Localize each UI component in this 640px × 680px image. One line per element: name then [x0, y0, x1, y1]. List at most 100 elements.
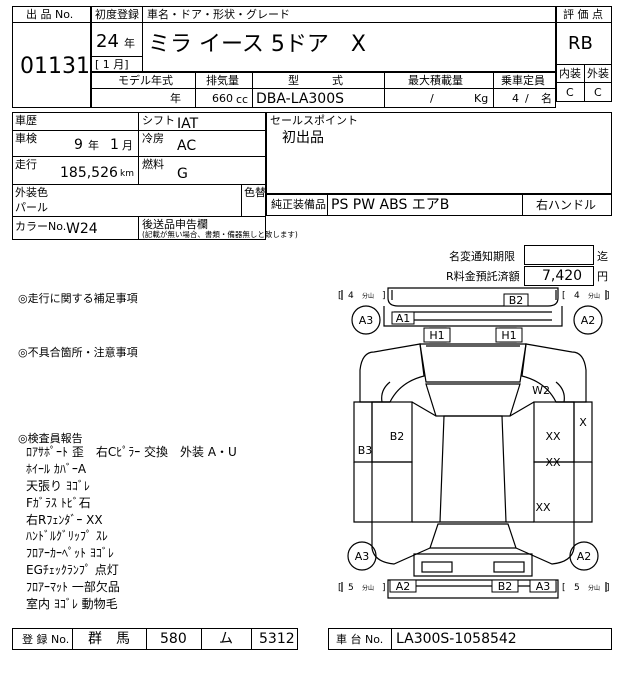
recycle-field: [524, 266, 594, 286]
svg-text:]: ]: [606, 583, 610, 593]
roof: [439, 415, 507, 523]
tire-depth-fl: 4: [348, 291, 354, 301]
color-no-label: カラーNo.: [15, 220, 67, 233]
later-label: 後送品申告欄: [142, 218, 208, 231]
chassis-box: [328, 628, 612, 650]
chassis-number: LA300S-1058542: [396, 631, 517, 647]
inspector-report-label: ◎検査員報告: [18, 432, 83, 445]
report-line: EGﾁｪｯｸﾗﾝﾌﾟ 点灯: [26, 563, 119, 578]
tailgate: [413, 553, 533, 577]
model-year-unit: 年: [170, 92, 181, 105]
mark-b3: B3: [358, 444, 373, 457]
report-line: 室内 ﾖｺﾞﾚ 動物毛: [26, 597, 118, 612]
name-box: [91, 6, 556, 72]
car-name-label: 車名・ドア・形状・グレード: [147, 8, 290, 21]
exterior-label: 外装: [587, 67, 609, 80]
registration-kana: ム: [219, 631, 233, 647]
inspection-year: 9: [74, 137, 83, 153]
report-line: Fｶﾞﾗｽ ﾄﾋﾞ石: [26, 495, 91, 510]
load-label: 最大積載量: [408, 74, 463, 87]
inspection-year-unit: 年: [88, 139, 99, 152]
rear-window: [429, 523, 517, 549]
lot-label: 出 品 No.: [26, 8, 74, 21]
tire-depth-rr: 5: [574, 583, 580, 593]
displacement-unit: cc: [236, 93, 249, 106]
recycle-label: R料金預託済額: [446, 270, 520, 283]
later-note: (記載が無い場合、書類・備器無しと致します): [142, 230, 298, 239]
mileage-value: 185,526: [60, 165, 118, 181]
lot-box: [12, 6, 91, 108]
tire-rear-left: [347, 541, 377, 571]
first-reg-year-unit: 年: [124, 37, 135, 50]
license-plate: [421, 561, 453, 573]
first-reg-year: 24: [96, 31, 119, 52]
first-reg-month: [ 1 月]: [95, 58, 129, 71]
mark-a1: A1: [396, 312, 411, 325]
mark-a2-front: A2: [581, 314, 596, 327]
rear-quarter-right: [515, 522, 575, 565]
mark-a3-rear: A3: [536, 580, 551, 593]
capacity-value: 4: [512, 92, 519, 105]
inspector-report-lines: ﾛｱｻﾎﾟｰﾄ 歪 右Cﾋﾟﾗｰ 交換 外装 A・U ﾎｲｰﾙ ｶﾊﾞｰA 天張…: [26, 446, 322, 615]
defects-label: ◎不具合箇所・注意事項: [18, 346, 138, 359]
mark-xx-3: XX: [535, 501, 551, 514]
score-value: RB: [568, 33, 593, 54]
sales-point-box: [266, 112, 612, 194]
mark-a3-front: A3: [359, 314, 374, 327]
svg-text:]: ]: [382, 291, 386, 301]
shift-label: シフト: [142, 114, 175, 127]
door-rear-right: [533, 461, 575, 523]
interior-label: 内装: [559, 67, 581, 80]
registration-region: 群 馬: [88, 631, 130, 647]
ext-color-label: 外装色: [15, 186, 48, 199]
model-year-label: モデル年式: [118, 74, 173, 87]
sales-point-value: 初出品: [282, 130, 324, 146]
registration-number: 5312: [259, 631, 295, 647]
mark-a2-rear: A2: [396, 580, 411, 593]
mark-h1-right: H1: [501, 329, 516, 342]
history-label: 車歴: [15, 114, 37, 127]
registration-box: [12, 628, 298, 650]
windshield: [425, 383, 521, 417]
load-unit: Kg: [474, 92, 489, 105]
type-label: 型 式: [288, 74, 343, 87]
front-bumper-lower: [383, 306, 563, 327]
tire-unit-rl: 分山: [362, 584, 374, 592]
chassis-label: 車 台 No.: [336, 633, 384, 646]
score-label: 評 価 点: [563, 8, 603, 21]
door-rear-left: [371, 461, 413, 523]
exterior-grade: C: [594, 86, 602, 99]
displacement-label: 排気量: [206, 74, 239, 87]
first-reg-label: 初度登録: [95, 8, 139, 21]
report-line: 右Rﾌｪﾝﾀﾞｰ XX: [26, 512, 103, 527]
mark-a2-rear-right: A2: [577, 550, 592, 563]
hood: [419, 343, 527, 383]
tire-depth-rl: 5: [348, 583, 354, 593]
tire-front-left: [351, 305, 381, 335]
equipment-box: [266, 194, 612, 216]
steering-value: 右ハンドル: [536, 198, 597, 212]
mileage-label: 走行: [15, 158, 37, 171]
interior-grade: C: [566, 86, 574, 99]
svg-text:[: [: [338, 291, 342, 301]
aircon-label: 冷房: [142, 132, 164, 145]
rear-quarter-left: [371, 522, 431, 565]
tire-front-right: [573, 305, 603, 335]
registration-label: 登 録 No.: [22, 633, 70, 646]
front-bumper: [387, 287, 559, 307]
tire-depth-fr: 4: [574, 291, 580, 301]
report-line: ﾛｱｻﾎﾟｰﾄ 歪 右Cﾋﾟﾗｰ 交換 外装 A・U: [26, 445, 237, 459]
inspection-label: 車検: [15, 132, 37, 145]
tire-unit-fl: 分山: [362, 292, 374, 300]
capacity-sep: /: [525, 92, 529, 105]
report-line: ﾌﾛｱｰﾏｯﾄ 一部欠品: [26, 580, 120, 595]
info-box: [12, 112, 266, 240]
inspection-month: 1: [110, 137, 119, 153]
mark-x-right: X: [579, 416, 587, 429]
report-line: 天張り ﾖｺﾞﾚ: [26, 478, 90, 493]
registration-class: 580: [160, 631, 187, 647]
mark-a3-rear-left: A3: [355, 550, 370, 563]
inspection-month-unit: 月: [122, 139, 133, 152]
svg-text:[: [: [562, 291, 566, 301]
load-value: /: [430, 92, 434, 105]
